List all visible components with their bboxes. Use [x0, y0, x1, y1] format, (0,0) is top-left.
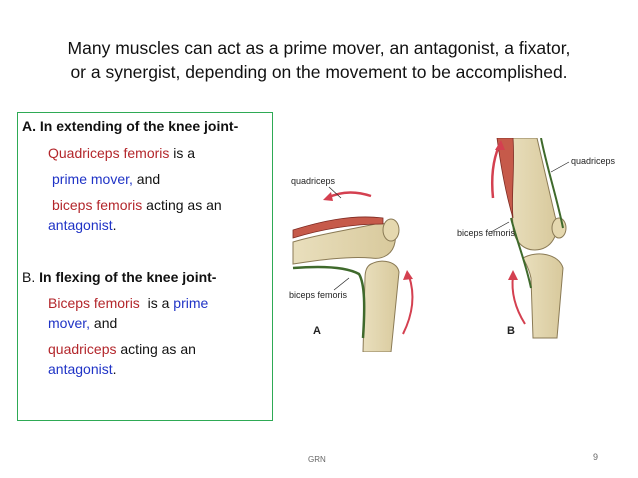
leader-b-biceps: [490, 221, 510, 233]
leader-b-quadriceps: [550, 161, 570, 173]
antagonist-term: antagonist: [48, 217, 113, 233]
panel-b-letter: B: [507, 325, 515, 337]
mover-term: mover,: [48, 315, 91, 331]
arrow-b-bottom: [511, 275, 526, 325]
arrow-a-top: [326, 191, 372, 200]
quadriceps-femoris-term: Quadriceps femoris: [48, 145, 170, 161]
section-b-letter: B.: [22, 269, 36, 285]
section-a-line-1-rest: is a: [169, 145, 196, 161]
arrowhead-b-bottom: [508, 270, 518, 280]
section-b-line-3: quadriceps acting as an: [48, 340, 196, 358]
biceps-tendon-b: [510, 217, 532, 289]
patella-a: [382, 218, 400, 242]
tibia-bone-b: [522, 253, 564, 339]
panel-b-quadriceps-label: quadriceps: [571, 156, 616, 166]
leader-a-biceps: [333, 277, 350, 291]
biceps-femoris-term: biceps femoris: [52, 197, 143, 213]
panel-b-biceps-label: biceps femoris: [457, 228, 516, 238]
quadriceps-term: quadriceps: [48, 341, 117, 357]
arrowhead-b-top: [495, 140, 505, 150]
section-a-heading: A. In extending of the knee joint-: [22, 118, 239, 134]
biceps-femoris-term: Biceps femoris: [48, 295, 140, 311]
page-number: 9: [593, 452, 599, 462]
panel-a-diagram: quadriceps biceps femoris A: [289, 176, 414, 352]
section-a-line-1: Quadriceps femoris is a: [48, 144, 195, 162]
title-line-1: Many muscles can act as a prime mover, a…: [67, 38, 571, 58]
patella-b: [551, 217, 567, 239]
antagonist-term: antagonist: [48, 361, 113, 377]
femur-bone-a: [292, 222, 396, 265]
section-b-line-1: Biceps femoris is a prime: [48, 294, 208, 312]
quadriceps-muscle-a: [292, 216, 384, 239]
leader-a-quadriceps: [328, 186, 342, 199]
arrowhead-a-top: [323, 192, 333, 201]
prime-term: prime: [173, 295, 209, 311]
section-a-line-2-rest: and: [132, 171, 161, 187]
section-a-line-2: prime mover, and: [52, 170, 160, 188]
section-a-line-4: antagonist.: [48, 216, 117, 234]
section-a-line-4-rest: .: [112, 217, 117, 233]
section-a-line-3-rest: acting as an: [142, 197, 222, 213]
biceps-femoris-muscle-b: [496, 138, 514, 219]
tibia-bone-a: [362, 260, 400, 352]
section-b-line-3-rest: acting as an: [116, 341, 196, 357]
arrowhead-a-right: [403, 270, 413, 280]
panel-a-letter: A: [313, 325, 321, 337]
knee-joint-illustration: quadriceps biceps femoris A quadriceps b…: [289, 138, 616, 352]
footer-text: GRN: [308, 455, 326, 464]
section-b-line-1-mid: is a: [139, 295, 174, 311]
quadriceps-tendon-b: [540, 138, 564, 229]
section-a-line-3: biceps femoris acting as an: [52, 196, 222, 214]
section-b-line-2-rest: and: [90, 315, 118, 331]
panel-a-quadriceps-label: quadriceps: [291, 176, 336, 186]
biceps-femoris-tendon-a: [292, 265, 366, 339]
section-b-line-2: mover, and: [48, 314, 117, 332]
prime-mover-term: prime mover,: [52, 171, 133, 187]
section-b-line-4: antagonist.: [48, 360, 117, 378]
section-b-heading-text: In flexing of the knee joint-: [35, 269, 217, 285]
arrow-b-top: [491, 145, 501, 199]
explanation-box: A. In extending of the knee joint- Quadr…: [17, 112, 273, 421]
slide-title: Many muscles can act as a prime mover, a…: [20, 36, 618, 84]
title-line-2: or a synergist, depending on the movemen…: [70, 62, 568, 82]
section-b-heading: B. In flexing of the knee joint-: [22, 268, 216, 286]
arrow-a-right: [402, 275, 414, 335]
panel-b-diagram: quadriceps biceps femoris B: [457, 138, 616, 339]
section-b-line-4-rest: .: [112, 361, 117, 377]
panel-a-biceps-label: biceps femoris: [289, 290, 348, 300]
